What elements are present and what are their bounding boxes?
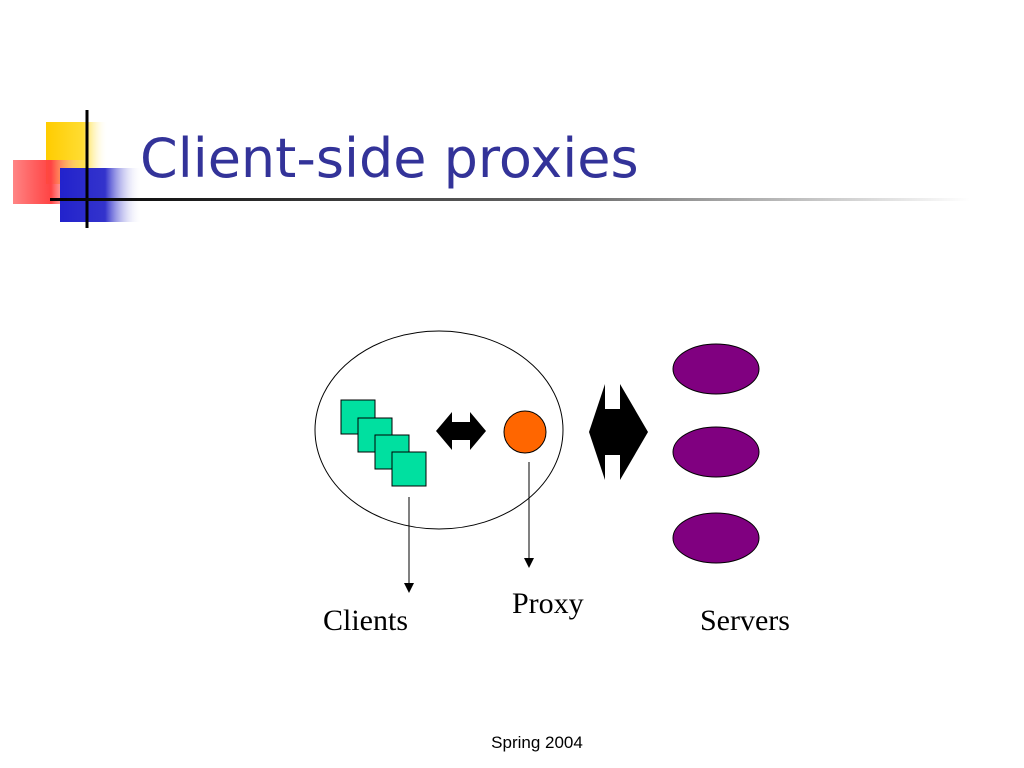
client-group	[340, 399, 427, 487]
server-node-3	[672, 512, 760, 564]
slide-footer: Spring 2004	[491, 733, 583, 752]
client-square-4	[391, 451, 427, 487]
deco-blue-square	[60, 168, 142, 222]
proxy-label: Proxy	[512, 587, 584, 620]
server-node-1	[672, 343, 760, 395]
slide-title: Client-side proxies	[140, 127, 639, 190]
title-rule	[50, 198, 970, 201]
client-proxy-double-arrow	[436, 412, 486, 450]
proxy-node	[503, 410, 547, 454]
server-node-2	[672, 426, 760, 478]
client-side-boundary	[314, 330, 564, 530]
server-group	[672, 343, 760, 564]
proxy-server-double-arrow	[589, 384, 648, 480]
title-decoration	[13, 110, 970, 228]
clients-label: Clients	[323, 604, 409, 637]
servers-label: Servers	[700, 604, 790, 637]
